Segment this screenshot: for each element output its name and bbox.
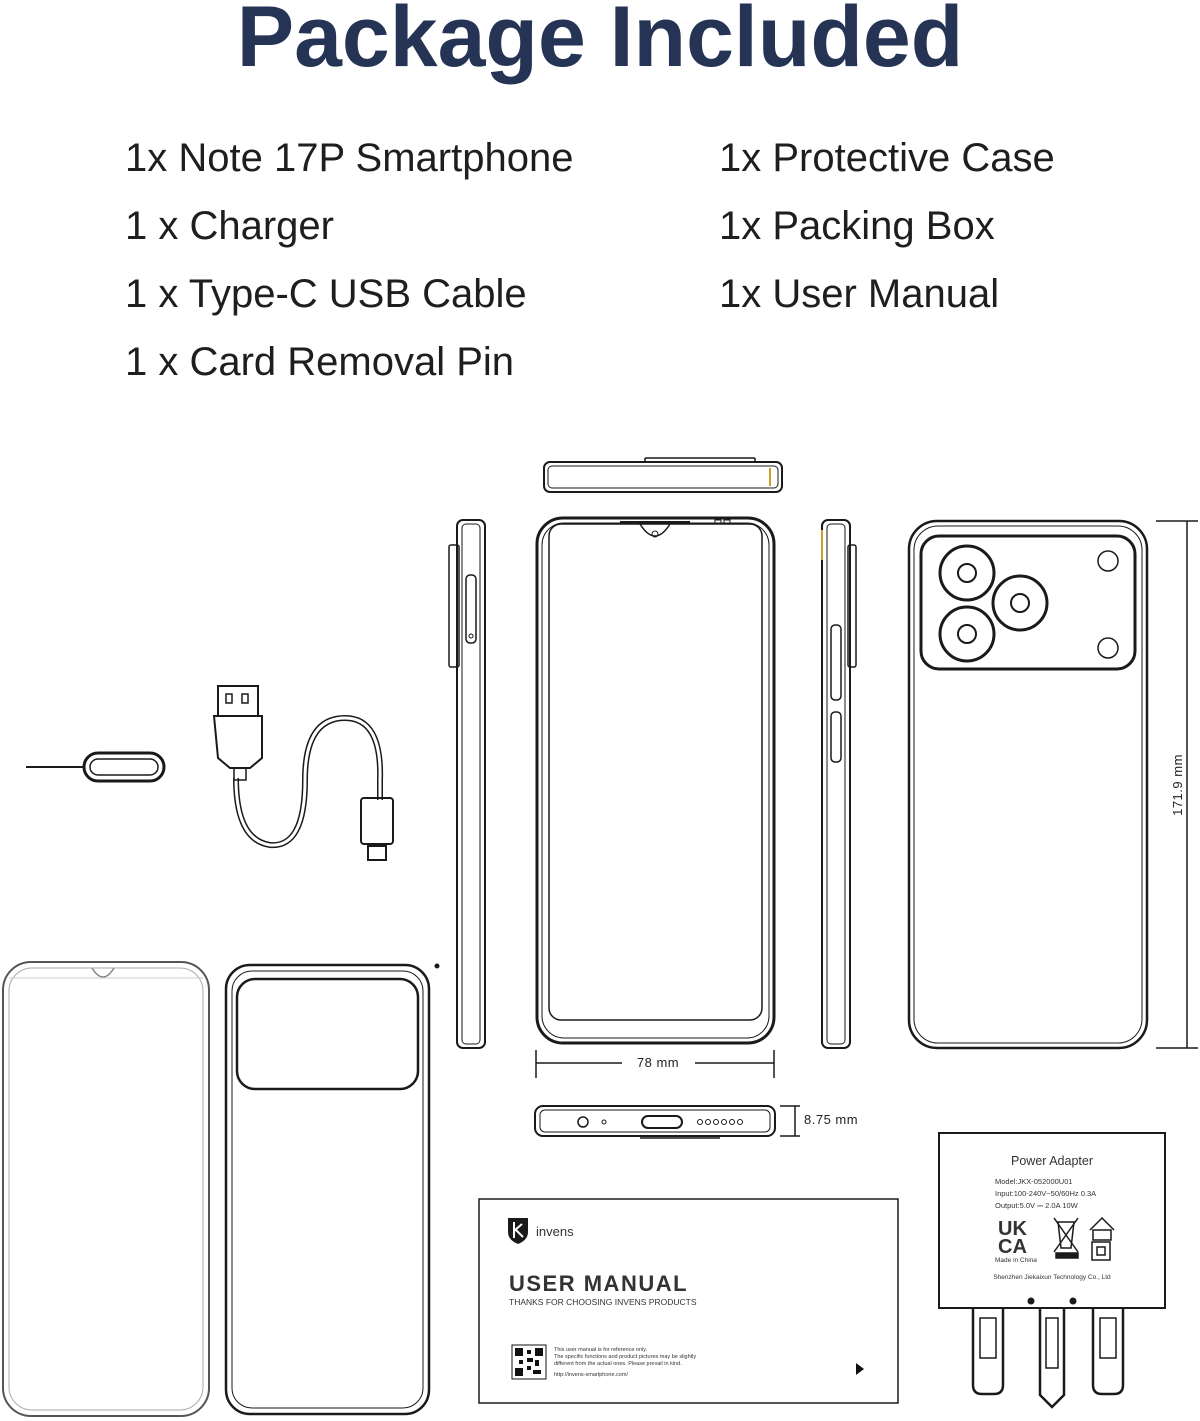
manual-url: http://invens-smartphone.com/: [554, 1372, 628, 1378]
list-item: 1x User Manual: [719, 272, 1000, 316]
adapter-output: Output:5.0V ⎓ 2.0A 10W: [995, 1201, 1079, 1210]
phone-bottom-view: [534, 1105, 776, 1139]
manual-note: The specific functions and product pictu…: [554, 1354, 696, 1360]
list-item: 1 x Type-C USB Cable: [125, 272, 527, 316]
user-manual: [478, 1198, 899, 1404]
manual-title: USER MANUAL: [509, 1271, 688, 1296]
width-dimension: [535, 1050, 775, 1078]
qr-code-icon: [511, 1344, 547, 1380]
protective-case-front: [2, 961, 210, 1417]
package-list-left: 1x Note 17P Smartphone 1 x Charger 1 x T…: [125, 124, 573, 396]
power-adapter: [938, 1132, 1166, 1409]
adapter-model: Model:JKX-052000U01: [995, 1177, 1073, 1186]
thickness-dimension: [780, 1105, 800, 1137]
height-label: 171.9 mm: [1170, 754, 1185, 816]
ukca-mark-bottom: CA: [998, 1236, 1027, 1258]
list-item: 1x Protective Case: [719, 136, 1055, 180]
adapter-maker: Shenzhen Jiekaixun Technology Co., Ltd: [993, 1274, 1111, 1281]
manual-note: different from the actual ones. Please p…: [554, 1361, 682, 1367]
card-removal-pin: [26, 751, 166, 783]
phone-left-side-view: [448, 519, 486, 1049]
adapter-input: Input:100-240V~50/60Hz 0.3A: [995, 1189, 1096, 1198]
phone-top-view: [543, 457, 783, 493]
height-dimension: [1156, 520, 1198, 1049]
manual-brand: invens: [536, 1224, 574, 1239]
phone-back-view: [907, 519, 1149, 1050]
package-list-right: 1x Protective Case 1x Packing Box 1x Use…: [719, 124, 1055, 328]
list-item: 1 x Card Removal Pin: [125, 340, 515, 384]
thickness-label: 8.75 mm: [804, 1112, 858, 1127]
width-label: 78 mm: [637, 1055, 679, 1070]
manual-note: This user manual is for reference only.: [554, 1347, 648, 1353]
indoor-use-icon: [1089, 1216, 1115, 1261]
manual-subtitle: THANKS FOR CHOOSING INVENS PRODUCTS: [509, 1297, 697, 1307]
page-title: Package Included: [236, 0, 964, 85]
list-item: 1x Packing Box: [719, 204, 995, 248]
packing-box: [224, 963, 440, 1416]
adapter-title: Power Adapter: [1011, 1154, 1093, 1168]
list-item: 1 x Charger: [125, 204, 334, 248]
weee-bin-icon: [1053, 1217, 1079, 1259]
arrow-right-icon: [856, 1363, 864, 1375]
phone-right-side-view: [821, 519, 857, 1049]
phone-front-view: [535, 516, 776, 1045]
ukca-mark-top: UK: [998, 1218, 1027, 1240]
adapter-origin: Made in China: [995, 1257, 1037, 1264]
list-item: 1x Note 17P Smartphone: [125, 136, 574, 180]
usb-cable: [212, 685, 394, 861]
